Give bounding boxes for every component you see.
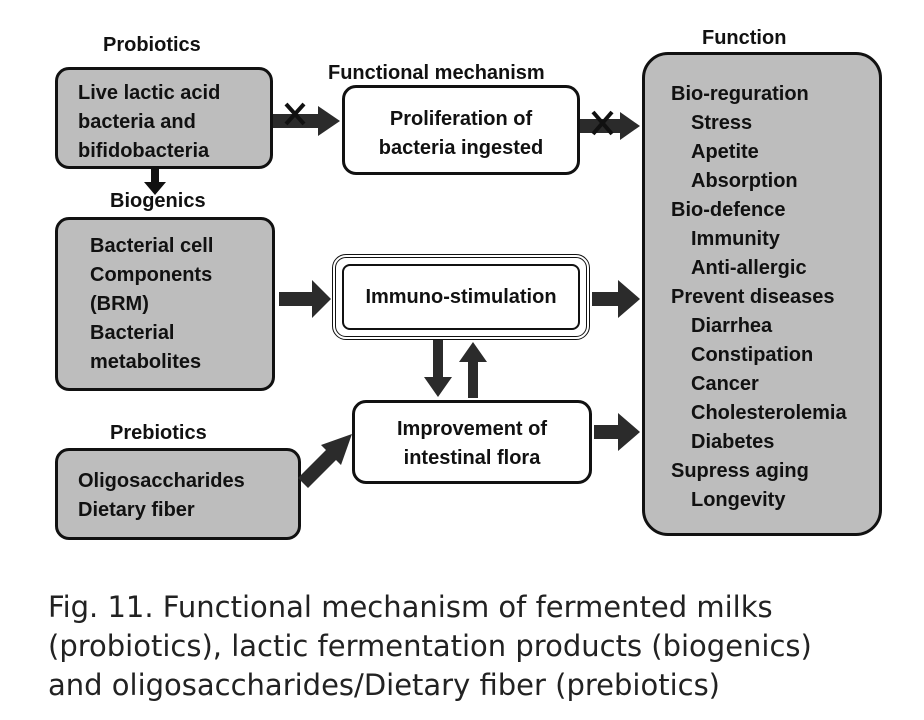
caption-line-2: (probiotics), lactic fermentation produc…	[48, 629, 812, 663]
block-cross-icon	[591, 110, 614, 136]
prebiotics-line-2: Dietary fiber	[78, 499, 195, 521]
function-subitem: Cancer	[691, 373, 759, 395]
function-subitem: Constipation	[691, 344, 814, 366]
arrow-improvement-to-immuno	[459, 342, 487, 398]
improvement-box: Improvement of intestinal flora	[352, 400, 592, 484]
probiotics-line-2: bacteria and	[78, 111, 196, 133]
biogenics-box: Bacterial cell Components (BRM) Bacteria…	[55, 217, 275, 391]
function-subitem: Diabetes	[691, 431, 775, 453]
arrow-probiotics-to-proliferation	[273, 106, 340, 136]
proliferation-box: Proliferation of bacteria ingested	[342, 85, 580, 175]
arrow-prebiotics-to-improvement	[298, 434, 352, 488]
immuno-stimulation-box: Immuno-stimulation	[332, 254, 590, 340]
immuno-stimulation-inner: Immuno-stimulation	[342, 264, 580, 330]
arrow-immuno-to-improvement	[424, 340, 452, 397]
function-subitem: Apetite	[691, 141, 759, 163]
function-subitem: Stress	[691, 112, 753, 134]
function-category: Prevent diseases	[671, 286, 835, 308]
biogenics-heading: Biogenics	[110, 190, 206, 212]
function-subitem: Diarrhea	[691, 315, 773, 337]
function-subitem: Absorption	[691, 170, 798, 192]
arrow-biogenics-to-immuno	[279, 280, 331, 318]
caption-line-3: and oligosaccharides/Dietary fiber (preb…	[48, 668, 720, 702]
biogenics-line-3: (BRM)	[90, 293, 149, 315]
probiotics-box: Live lactic acid bacteria and bifidobact…	[55, 67, 273, 169]
arrow-improvement-to-function	[594, 413, 640, 451]
prebiotics-heading: Prebiotics	[110, 422, 207, 444]
immuno-stimulation-label: Immuno-stimulation	[365, 285, 557, 308]
biogenics-line-2: Components	[90, 264, 213, 286]
biogenics-line-5: metabolites	[90, 351, 202, 373]
probiotics-heading: Probiotics	[103, 34, 201, 56]
function-category: Supress aging	[671, 460, 809, 482]
improvement-line-1: Improvement of	[396, 418, 548, 440]
biogenics-line-4: Bacterial	[90, 322, 175, 344]
function-subitem: Cholesterolemia	[691, 402, 847, 424]
caption-line-1: Fig. 11. Functional mechanism of ferment…	[48, 590, 773, 624]
probiotics-line-3: bifidobacteria	[78, 140, 210, 162]
prebiotics-box: Oligosaccharides Dietary fiber	[55, 448, 301, 540]
function-category: Bio-defence	[671, 199, 786, 221]
improvement-line-2: intestinal flora	[403, 447, 541, 469]
functional-mechanism-heading: Functional mechanism	[328, 62, 545, 84]
prebiotics-line-1: Oligosaccharides	[78, 470, 245, 492]
function-category: Bio-reguration	[671, 83, 809, 105]
biogenics-line-1: Bacterial cell	[90, 235, 214, 257]
function-subitem: Anti-allergic	[691, 257, 807, 279]
figure-caption: Fig. 11. Functional mechanism of ferment…	[48, 588, 908, 705]
arrow-probiotics-to-biogenics	[144, 169, 166, 195]
proliferation-line-2: bacteria ingested	[378, 137, 544, 159]
function-subitem: Longevity	[691, 489, 786, 511]
probiotics-line-1: Live lactic acid	[78, 82, 221, 104]
function-subitem: Immunity	[691, 228, 780, 250]
arrow-immuno-to-function	[592, 280, 640, 318]
function-heading: Function	[702, 27, 787, 49]
block-cross-icon	[284, 102, 306, 126]
proliferation-line-1: Proliferation of	[389, 108, 533, 130]
